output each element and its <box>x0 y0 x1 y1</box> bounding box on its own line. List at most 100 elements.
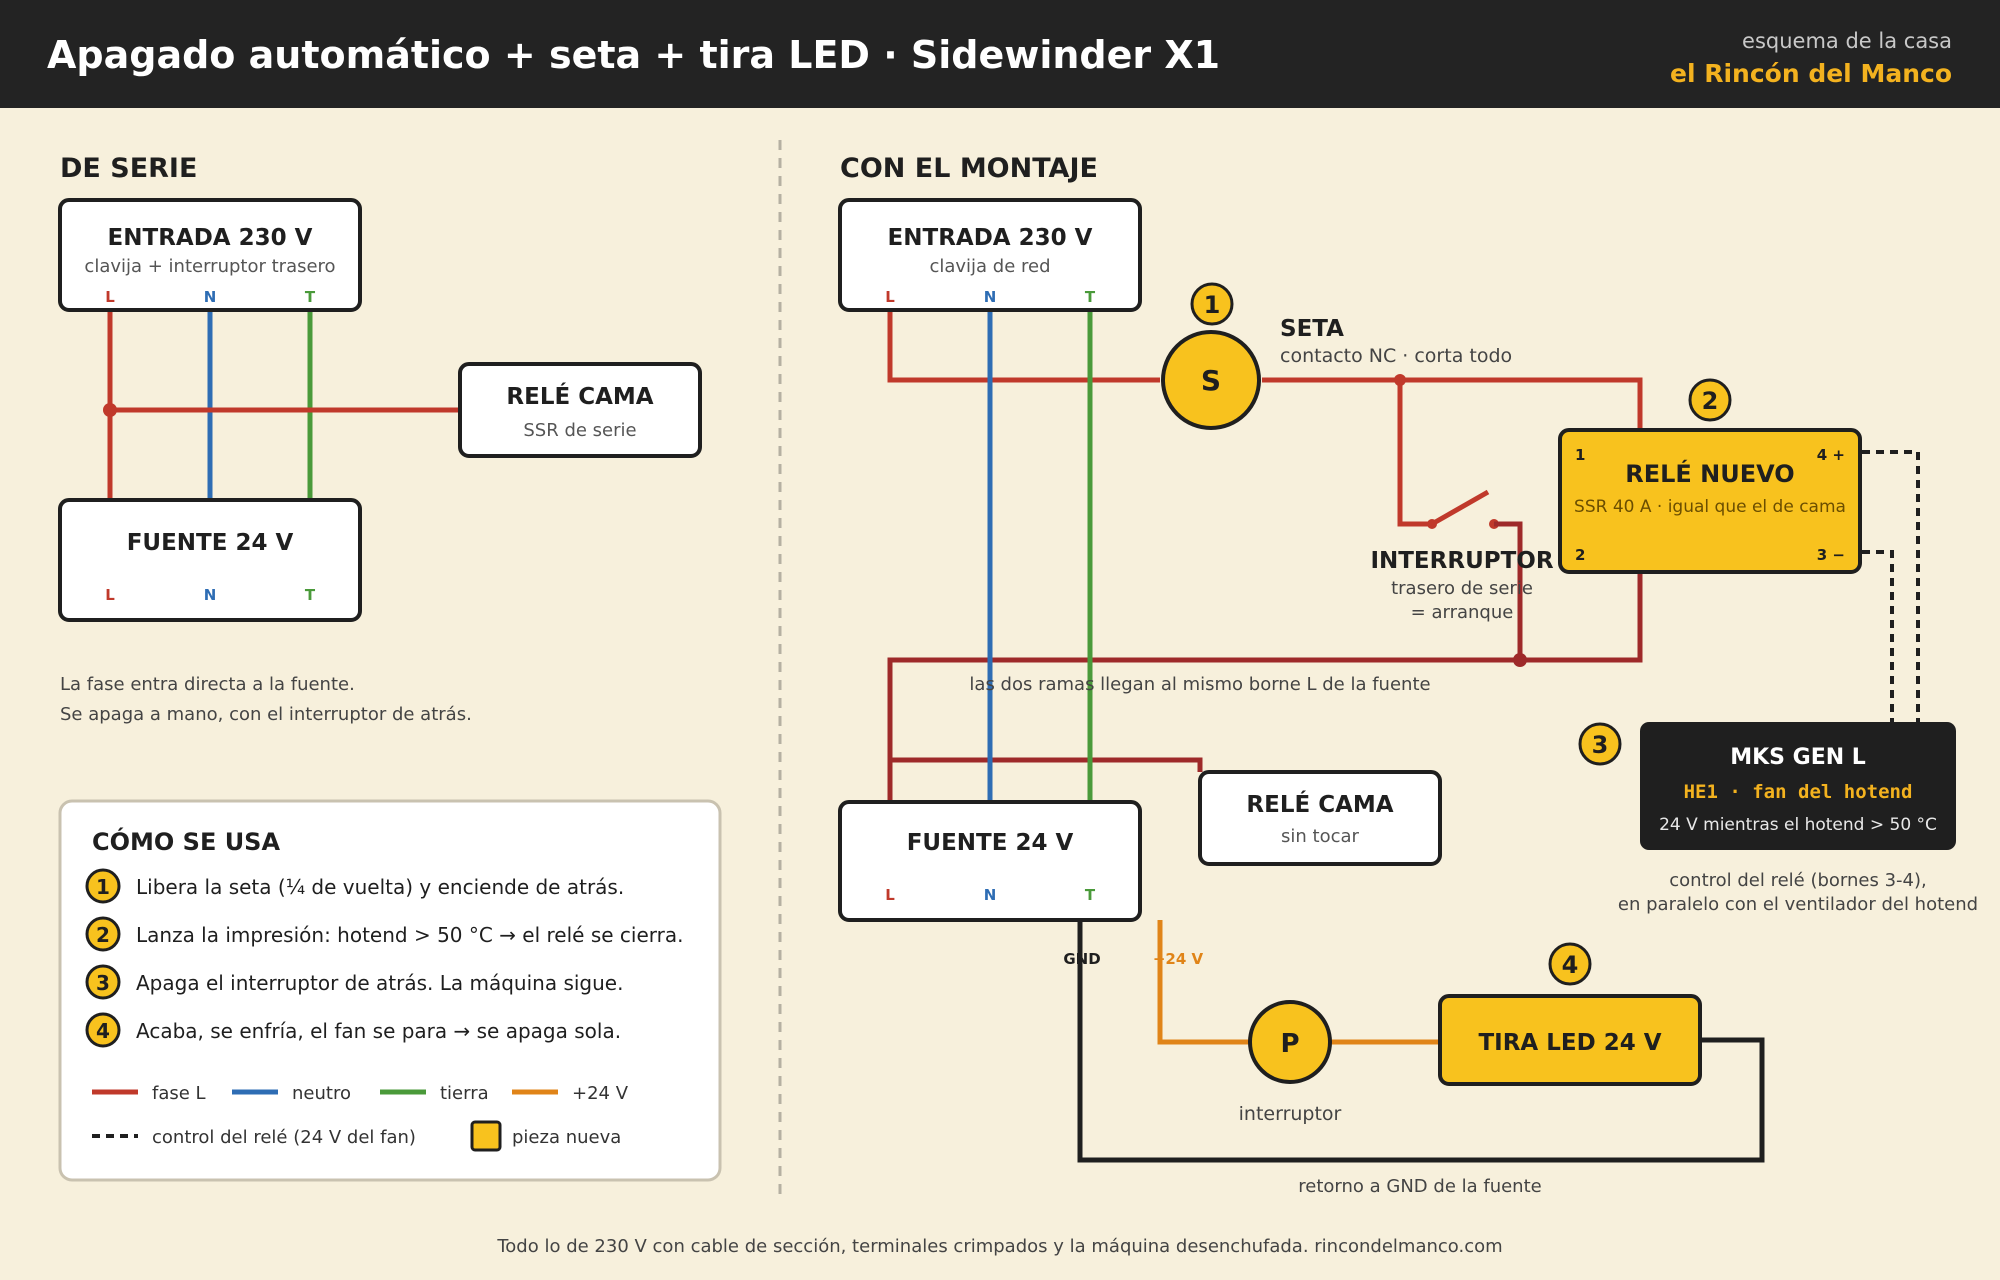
legend-control: control del relé (24 V del fan) <box>152 1127 416 1148</box>
left-note-line2: Se apaga a mano, con el interruptor de a… <box>60 704 472 725</box>
mks-box: 3 MKS GEN L HE1 · fan del hotend 24 V mi… <box>1578 722 1956 850</box>
left-fuente-box: FUENTE 24 V L N T <box>58 498 362 622</box>
seta-subtitle: contacto NC · corta todo <box>1280 345 1512 367</box>
wire-rele-out <box>887 572 1643 803</box>
junction-seta-branch <box>1394 374 1406 386</box>
legend: fase L neutro tierra +24 V control del r… <box>92 1083 629 1152</box>
wire-gnd-return <box>1077 920 1765 1163</box>
left-entrada-title: ENTRADA 230 V <box>108 225 313 251</box>
rele-nuevo-badge-num: 2 <box>1702 387 1719 415</box>
right-fuente-term-l: L <box>885 886 895 904</box>
rele-nuevo-badge <box>1688 378 1732 422</box>
wire-control-plus <box>1862 450 1920 724</box>
legend-neutro: neutro <box>292 1083 351 1104</box>
howto-step: 2 Lanza la impresión: hotend > 50 °C → e… <box>85 916 683 952</box>
left-entrada-box: ENTRADA 230 V clavija + interruptor tras… <box>58 198 362 312</box>
right-rele-cama-title: RELÉ CAMA <box>1246 790 1393 818</box>
step-text: Acaba, se enfría, el fan se para → se ap… <box>136 1019 621 1043</box>
tira-badge <box>1548 942 1592 986</box>
left-rele-cama-box: RELÉ CAMA SSR de serie <box>458 362 702 458</box>
right-rele-cama-subtitle: sin tocar <box>1281 826 1360 847</box>
left-entrada-subtitle: clavija + interruptor trasero <box>84 256 335 277</box>
wire-control-minus <box>1862 550 1894 724</box>
seta-badge-num: 1 <box>1204 291 1221 319</box>
wire-seta-to-rele <box>1262 377 1643 430</box>
left-wires <box>103 310 460 502</box>
mks-badge <box>1578 722 1622 766</box>
right-fuente-term-n: N <box>984 886 997 904</box>
right-entrada-term-l: L <box>885 288 895 306</box>
seta-symbol-circle <box>1161 330 1261 430</box>
retorno-note: retorno a GND de la fuente <box>1298 1176 1541 1197</box>
pulsador-symbol-circle <box>1248 1000 1332 1084</box>
mks-code: HE1 · fan del hotend <box>1684 781 1913 803</box>
rele-nuevo-title: RELÉ NUEVO <box>1625 459 1794 488</box>
mks-subtitle: 24 V mientras el hotend > 50 °C <box>1659 815 1937 835</box>
tira-led-box: 4 TIRA LED 24 V <box>1438 942 1702 1086</box>
left-entrada-term-l: L <box>105 288 115 306</box>
right-section-title: CON EL MONTAJE <box>840 153 1098 184</box>
legend-v24: +24 V <box>572 1083 629 1104</box>
step-text: Apaga el interruptor de atrás. La máquin… <box>136 971 623 995</box>
left-note-line1: La fase entra directa a la fuente. <box>60 674 355 695</box>
right-fuente-box: FUENTE 24 V L N T <box>838 800 1142 922</box>
seta-badge <box>1190 282 1234 326</box>
rele-nuevo-pin1: 1 <box>1575 446 1585 464</box>
step-text: Libera la seta (¼ de vuelta) y enciende … <box>136 875 624 899</box>
right-entrada-title: ENTRADA 230 V <box>888 225 1093 251</box>
tira-title: TIRA LED 24 V <box>1478 1030 1661 1056</box>
legend-swatch-nueva <box>470 1120 502 1152</box>
right-fuente-term-t: T <box>1085 886 1096 904</box>
fuente-v24-label: +24 V <box>1153 950 1204 968</box>
left-fuente-term-t: T <box>305 586 316 604</box>
pulsador-component: P interruptor <box>1239 1000 1342 1125</box>
howto-panel: CÓMO SE USA 1 Libera la seta (¼ de vuelt… <box>58 799 722 1182</box>
step-badge-num: 2 <box>96 923 110 947</box>
ramas-note: las dos ramas llegan al mismo borne L de… <box>969 674 1430 695</box>
wire-branch-interruptor <box>1397 380 1432 527</box>
wire-interruptor-down <box>1494 521 1523 660</box>
rele-nuevo-box: 2 RELÉ NUEVO SSR 40 A · igual que el de … <box>1558 378 1862 574</box>
howto-step: 1 Libera la seta (¼ de vuelta) y enciend… <box>85 868 624 904</box>
wire-to-rele-cama <box>890 757 1203 772</box>
left-fuente-term-l: L <box>105 586 115 604</box>
mks-note-line2: en paralelo con el ventilador del hotend <box>1618 894 1978 915</box>
left-entrada-term-t: T <box>305 288 316 306</box>
howto-step: 3 Apaga el interruptor de atrás. La máqu… <box>85 964 623 1000</box>
right-entrada-subtitle: clavija de red <box>929 256 1050 277</box>
left-rele-cama-title: RELÉ CAMA <box>506 382 653 410</box>
right-entrada-term-t: T <box>1085 288 1096 306</box>
footer-note: Todo lo de 230 V con cable de sección, t… <box>496 1236 1502 1257</box>
mks-badge-num: 3 <box>1592 731 1609 759</box>
junction-ramas <box>1513 653 1527 667</box>
mks-note-line1: control del relé (bornes 3-4), <box>1669 870 1926 891</box>
left-fuente-title: FUENTE 24 V <box>127 530 294 556</box>
rele-nuevo-subtitle: SSR 40 A · igual que el de cama <box>1574 497 1846 517</box>
legend-tierra: tierra <box>440 1083 489 1104</box>
step-badge <box>85 964 121 1000</box>
interruptor-title: INTERRUPTOR <box>1370 548 1553 574</box>
left-junction <box>103 403 117 417</box>
step-badge-num: 1 <box>96 875 110 899</box>
right-wires <box>887 310 1920 1163</box>
seta-symbol: S <box>1201 364 1221 397</box>
howto-step: 4 Acaba, se enfría, el fan se para → se … <box>85 1012 621 1048</box>
legend-fase: fase L <box>152 1083 206 1104</box>
interruptor-contact-a <box>1427 519 1437 529</box>
rele-nuevo-pin4: 4 + <box>1817 446 1845 464</box>
wire-24v <box>1157 920 1250 1045</box>
right-fuente-title: FUENTE 24 V <box>907 830 1074 856</box>
pulsador-symbol: P <box>1280 1029 1299 1059</box>
step-badge <box>85 916 121 952</box>
interruptor-line1: trasero de serie <box>1391 578 1533 599</box>
brand-tagline: esquema de la casa <box>1742 29 1952 53</box>
right-rele-cama-box: RELÉ CAMA sin tocar <box>1198 770 1442 866</box>
right-entrada-box: ENTRADA 230 V clavija de red L N T <box>838 198 1142 312</box>
seta-title: SETA <box>1280 316 1344 342</box>
wire-l-to-seta <box>887 310 1160 383</box>
left-entrada-term-n: N <box>204 288 217 306</box>
fuente-gnd-label: GND <box>1063 950 1100 968</box>
brand-name: el Rincón del Manco <box>1670 59 1952 88</box>
